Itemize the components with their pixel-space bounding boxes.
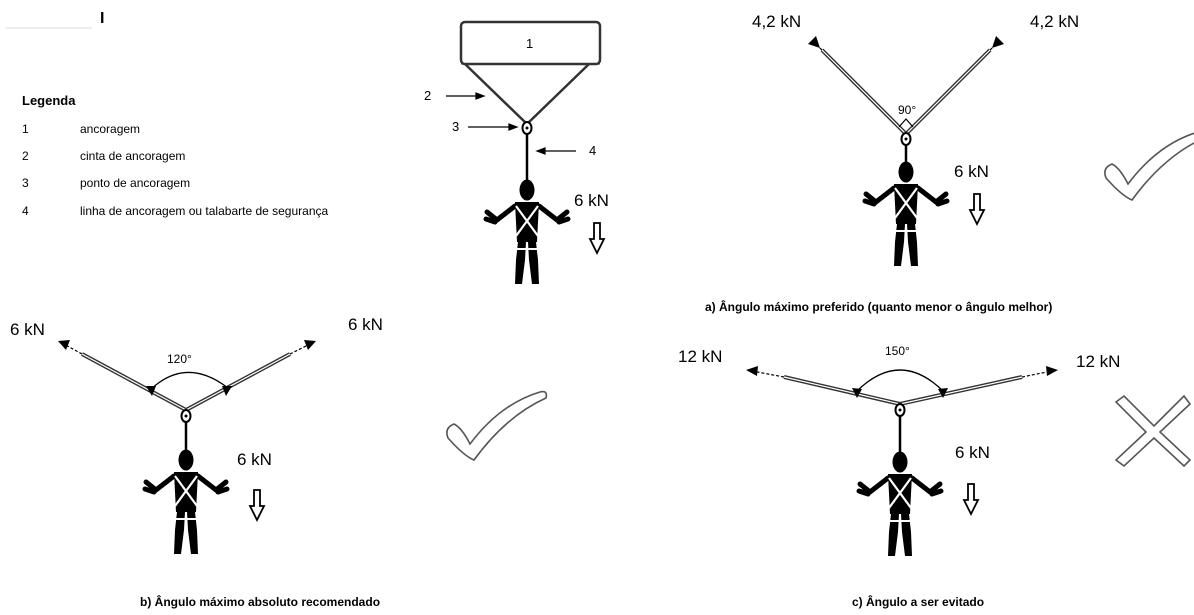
legend-text: ancoragem [80, 122, 141, 136]
b-right-force: 6 kN [348, 315, 383, 334]
legend-number: 4 [22, 204, 29, 218]
callout-1: 1 [526, 36, 534, 51]
cross-icon [1114, 394, 1192, 468]
anchorage-strap [464, 63, 590, 126]
a-right-force: 4,2 kN [1030, 12, 1080, 31]
top-mark: I [100, 10, 105, 27]
b-caption: b) Ângulo máximo absoluto recomendado [140, 595, 381, 609]
diagram-c [746, 366, 1192, 556]
callout-arrows [446, 92, 576, 155]
worker-figure [486, 180, 568, 285]
checkmark-icon [1104, 130, 1194, 201]
load-arrow [589, 222, 605, 254]
b-angle: 120° [167, 352, 192, 366]
checkmark-icon [446, 390, 548, 461]
anchorage-point [521, 121, 533, 135]
a-caption: a) Ângulo máximo preferido (quanto menor… [705, 300, 1053, 314]
callout-2: 2 [424, 88, 432, 103]
a-left-force: 4,2 kN [752, 12, 802, 31]
b-left-force: 6 kN [10, 320, 45, 339]
callout-4: 4 [589, 143, 597, 158]
legend-text: ponto de ancoragem [80, 176, 191, 190]
legend-text: cinta de ancoragem [80, 149, 186, 163]
c-right-force: 12 kN [1076, 352, 1121, 371]
c-angle: 150° [885, 344, 910, 358]
legend-text: linha de ancoragem ou talabarte de segur… [80, 204, 329, 218]
c-left-force: 12 kN [678, 347, 723, 366]
a-angle: 90° [898, 103, 917, 117]
c-caption: c) Ângulo a ser evitado [852, 595, 985, 609]
legend-number: 3 [22, 176, 29, 190]
c-load: 6 kN [955, 443, 990, 462]
main-load-label: 6 kN [574, 191, 609, 210]
legend-title: Legenda [22, 93, 76, 108]
main-anchorage-diagram [446, 20, 605, 285]
a-load: 6 kN [954, 162, 989, 181]
callout-3: 3 [452, 119, 460, 134]
b-load: 6 kN [237, 450, 272, 469]
diagram-a [808, 36, 1194, 266]
legend-number: 1 [22, 122, 29, 136]
legend-number: 2 [22, 149, 29, 163]
diagram-b [58, 340, 548, 554]
